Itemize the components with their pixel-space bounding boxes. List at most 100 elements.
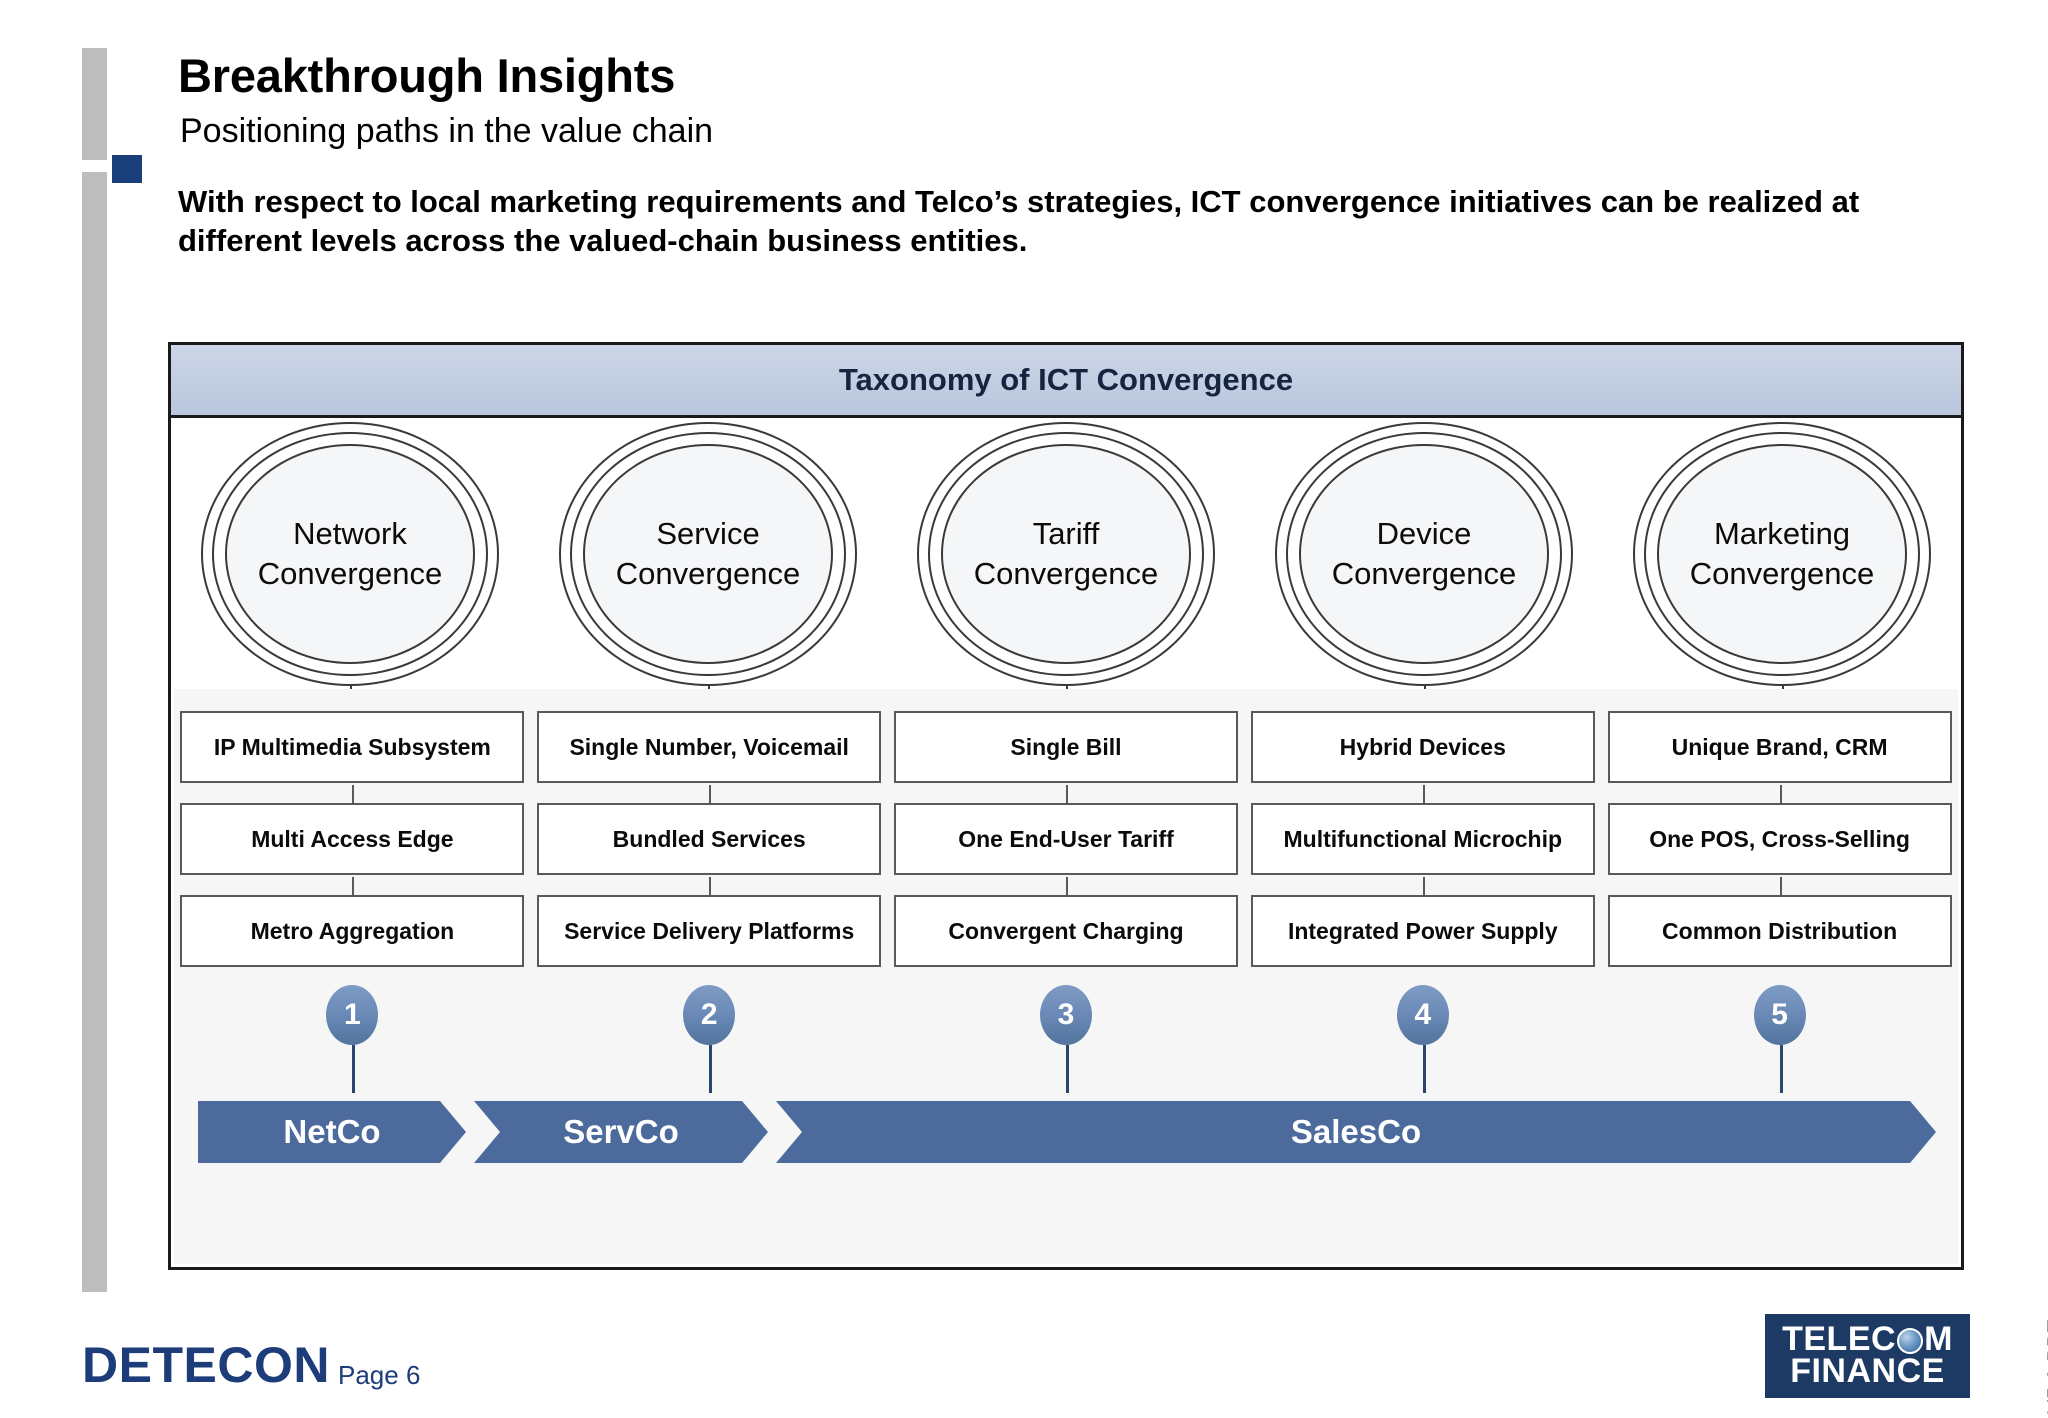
taxonomy-banner-title: Taxonomy of ICT Convergence	[838, 362, 1294, 397]
capabilities-row-1: IP Multimedia Subsystem Single Number, V…	[174, 711, 1958, 807]
globe-icon	[1897, 1328, 1924, 1355]
box-connector	[352, 877, 355, 899]
capability-cell: One POS, Cross-Selling	[1601, 803, 1958, 899]
logo-text-m: M	[1924, 1320, 1953, 1359]
ring-outer: Tariff Convergence	[917, 421, 1215, 732]
left-rail-bottom	[82, 172, 107, 1292]
left-rail-top	[82, 48, 107, 160]
capability-cell: Metro Aggregation	[174, 895, 531, 967]
capability-box: Unique Brand, CRM	[1607, 711, 1952, 807]
capability-cell: Convergent Charging	[888, 895, 1245, 967]
capability-label: One End-User Tariff	[958, 825, 1174, 852]
capability-label: Common Distribution	[1662, 917, 1898, 944]
telecom-finance-logo: TELEC M FINANCE	[1765, 1314, 1970, 1398]
capability-label: Bundled Services	[612, 825, 806, 852]
taxonomy-frame: Taxonomy of ICT Convergence Network Conv…	[168, 342, 1964, 1270]
ring-inner: Marketing Convergence	[1657, 443, 1907, 664]
ring-middle: Marketing Convergence	[1644, 431, 1920, 676]
ring-outer: Device Convergence	[1275, 421, 1573, 732]
capability-box: Integrated Power Supply	[1250, 895, 1595, 967]
step-marker-badge: 2	[683, 985, 736, 1093]
capability-cell: Multi Access Edge	[174, 803, 531, 899]
capability-label: Single Bill	[1010, 733, 1122, 760]
box-connector	[1779, 877, 1782, 899]
convergence-circle-network: Network Convergence	[171, 421, 529, 732]
ring-middle: Device Convergence	[1286, 431, 1562, 676]
box-connector	[1065, 877, 1068, 899]
telecom-finance-line1: TELEC M	[1782, 1320, 1953, 1359]
ring-outer: Network Convergence	[201, 421, 499, 732]
ring-inner: Device Convergence	[1299, 443, 1549, 664]
ring-outer: Marketing Convergence	[1633, 421, 1931, 732]
capability-cell: Common Distribution	[1601, 895, 1958, 967]
step-marker-cell: 5	[1601, 985, 1958, 1105]
taxonomy-banner: Taxonomy of ICT Convergence	[171, 345, 1961, 418]
convergence-circle-marketing: Marketing Convergence	[1603, 421, 1961, 732]
capability-cell: Integrated Power Supply	[1244, 895, 1601, 967]
capability-box: Metro Aggregation	[180, 895, 525, 967]
circle-label-line2: Convergence	[1331, 555, 1517, 591]
ring-inner: Service Convergence	[583, 443, 833, 664]
circle-label-line1: Marketing	[1713, 515, 1851, 551]
convergence-circle-device: Device Convergence	[1245, 421, 1603, 732]
circle-label-line2: Convergence	[973, 555, 1159, 591]
capability-cell: Hybrid Devices	[1244, 711, 1601, 807]
circle-label-line1: Network	[293, 515, 407, 551]
box-connector	[1065, 785, 1068, 807]
step-marker-stem	[352, 1045, 356, 1093]
left-rail-accent-marker	[112, 155, 142, 183]
capability-box: Single Bill	[893, 711, 1238, 807]
circle-label-line1: Tariff	[1032, 515, 1100, 551]
capability-cell: One End-User Tariff	[888, 803, 1245, 899]
step-marker-badge: 5	[1753, 985, 1806, 1093]
convergence-circle-service: Service Convergence	[529, 421, 887, 732]
capabilities-panel: IP Multimedia Subsystem Single Number, V…	[174, 689, 1958, 1264]
box-connector	[1422, 877, 1425, 899]
box-connector	[1422, 785, 1425, 807]
capability-cell: IP Multimedia Subsystem	[174, 711, 531, 807]
capability-label: Metro Aggregation	[250, 917, 455, 944]
step-marker-stem	[1779, 1045, 1783, 1093]
ring-outer: Service Convergence	[559, 421, 857, 732]
value-chain-segment-servco: ServCo	[474, 1101, 768, 1163]
convergence-circles-row: Network Convergence Service Convergence	[171, 421, 1961, 732]
capability-label: Integrated Power Supply	[1287, 917, 1558, 944]
capability-box: Hybrid Devices	[1250, 711, 1595, 807]
capability-label: One POS, Cross-Selling	[1649, 825, 1910, 852]
capability-box: One End-User Tariff	[893, 803, 1238, 899]
capability-box: Convergent Charging	[893, 895, 1238, 967]
value-chain-bar: NetCo ServCo SalesCo	[198, 1101, 1936, 1163]
detecon-logo: DETECON	[82, 1337, 330, 1393]
ring-inner: Tariff Convergence	[941, 443, 1191, 664]
logo-text-telec: TELEC	[1782, 1320, 1897, 1359]
capabilities-grid: IP Multimedia Subsystem Single Number, V…	[174, 711, 1958, 967]
capability-label: Single Number, Voicemail	[569, 733, 849, 760]
ring-middle: Service Convergence	[570, 431, 846, 676]
page-subtitle: Positioning paths in the value chain	[180, 112, 714, 150]
telecom-finance-line2: FINANCE	[1790, 1352, 1945, 1390]
capability-box: Multi Access Edge	[180, 803, 525, 899]
step-marker-cell: 3	[888, 985, 1245, 1105]
page-title: Breakthrough Insights	[178, 49, 676, 102]
lead-paragraph: With respect to local marketing requirem…	[178, 184, 1860, 259]
capability-cell: Unique Brand, CRM	[1601, 711, 1958, 807]
step-marker-stem	[1065, 1045, 1069, 1093]
box-connector	[709, 877, 712, 899]
step-marker-badge: 3	[1039, 985, 1092, 1093]
value-chain-segment-salesco: SalesCo	[776, 1101, 1936, 1163]
capability-label: Service Delivery Platforms	[564, 917, 855, 944]
capability-cell: Bundled Services	[531, 803, 888, 899]
capability-label: Multi Access Edge	[251, 825, 454, 852]
capability-box: IP Multimedia Subsystem	[180, 711, 525, 807]
ring-middle: Tariff Convergence	[928, 431, 1204, 676]
step-marker-cell: 4	[1244, 985, 1601, 1105]
step-marker-stem	[709, 1045, 713, 1093]
step-marker-stem	[1422, 1045, 1426, 1093]
box-connector	[709, 785, 712, 807]
step-markers-row: 1 2 3 4 5	[174, 985, 1958, 1105]
step-marker-cell: 2	[531, 985, 888, 1105]
circle-label-line1: Service	[656, 515, 760, 551]
step-marker-badge: 4	[1396, 985, 1449, 1093]
capability-cell: Single Bill	[888, 711, 1245, 807]
